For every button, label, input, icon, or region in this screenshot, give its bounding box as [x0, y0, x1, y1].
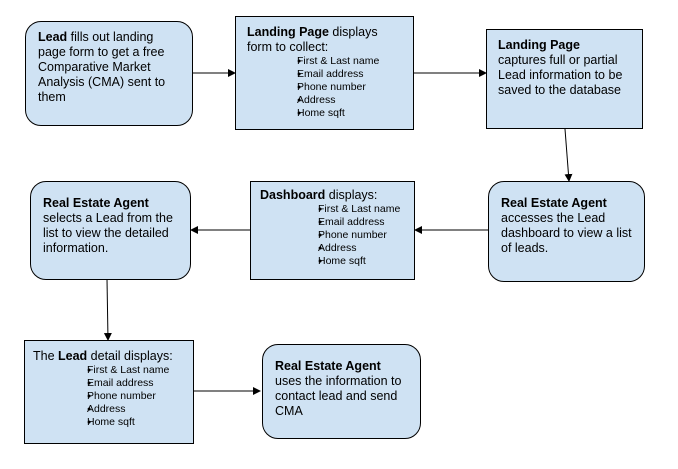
field-list-item: Home sqft [286, 255, 405, 268]
node-text: displays: [325, 188, 378, 202]
field-list-item: Phone number [286, 229, 405, 242]
field-list-item: Home sqft [55, 416, 185, 429]
node-text: detail displays: [87, 349, 173, 363]
node-landing-page-capture: Landing Page captures full or partial Le… [486, 29, 643, 129]
node-text: fills out landing page form to get a fre… [38, 30, 166, 104]
node-prefix: The [33, 349, 59, 363]
node-bold-label: Real Estate Agent [43, 196, 149, 210]
node-lead-detail-display: The Lead detail displays: First & Last n… [24, 340, 194, 444]
node-bold-label: Landing Page [498, 38, 580, 52]
node-bold-label: Lead [58, 349, 88, 363]
field-list-item: Email address [55, 377, 185, 390]
field-list: First & Last nameEmail addressPhone numb… [286, 203, 405, 268]
field-list-item: Home sqft [265, 107, 402, 120]
field-list-item: Address [55, 403, 185, 416]
field-list-item: Email address [265, 68, 402, 81]
node-agent-selects-lead: Real Estate Agent selects a Lead from th… [30, 181, 191, 280]
node-agent-accesses-dashboard: Real Estate Agent accesses the Lead dash… [488, 181, 645, 282]
field-list-item: Phone number [265, 81, 402, 94]
node-bold-label: Dashboard [260, 188, 326, 202]
field-list: First & Last nameEmail addressPhone numb… [55, 364, 185, 429]
field-list-item: Address [286, 242, 405, 255]
field-list-item: First & Last name [265, 55, 402, 68]
field-list-item: Address [265, 94, 402, 107]
node-landing-page-display: Landing Page displays form to collect: F… [235, 16, 414, 130]
field-list-item: First & Last name [286, 203, 405, 216]
node-text: displays form to collect: [247, 25, 378, 54]
node-text: accesses the Lead dashboard to view a li… [501, 211, 632, 255]
node-agent-contacts-lead: Real Estate Agent uses the information t… [262, 344, 421, 439]
field-list-item: Phone number [55, 390, 185, 403]
node-bold-label: Real Estate Agent [501, 196, 607, 210]
node-bold-label: Real Estate Agent [275, 359, 381, 373]
field-list-item: Email address [286, 216, 405, 229]
node-text: selects a Lead from the list to view the… [43, 211, 173, 255]
node-lead-fills-form: Lead fills out landing page form to get … [25, 21, 193, 126]
arrow-capture-to-agent [564, 128, 573, 182]
field-list-item: First & Last name [55, 364, 185, 377]
node-bold-label: Landing Page [247, 25, 329, 39]
arrow-select-to-detail [103, 278, 112, 341]
node-text: uses the information to contact lead and… [275, 374, 402, 418]
node-bold-label: Lead [38, 30, 68, 44]
field-list: First & Last nameEmail addressPhone numb… [265, 55, 402, 120]
node-dashboard-display: Dashboard displays: First & Last nameEma… [250, 181, 415, 280]
node-text: captures full or partial Lead informatio… [498, 53, 623, 97]
